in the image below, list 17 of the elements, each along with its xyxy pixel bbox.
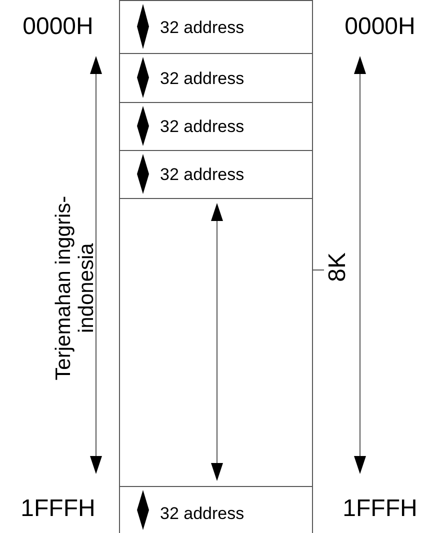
memory-block [119,486,313,533]
block-label: 32 address [160,70,244,86]
memory-block [119,102,313,150]
memory-block [119,150,313,198]
address-label: 0000H [344,14,416,40]
rotated-label: 8K [324,252,352,284]
block-label: 32 address [160,118,244,135]
block-label: 32 address [160,166,244,183]
address-label: 1FFFH [342,496,418,522]
memory-block [119,53,313,102]
address-label: 1FFFH [20,496,96,522]
memory-region [119,198,313,486]
address-label: 0000H [22,14,94,40]
memory-block [119,0,313,53]
rotated-label: Terjemahan inggris-indonesia [52,194,98,382]
block-label: 32 address [160,18,244,36]
block-label: 32 address [160,505,244,522]
